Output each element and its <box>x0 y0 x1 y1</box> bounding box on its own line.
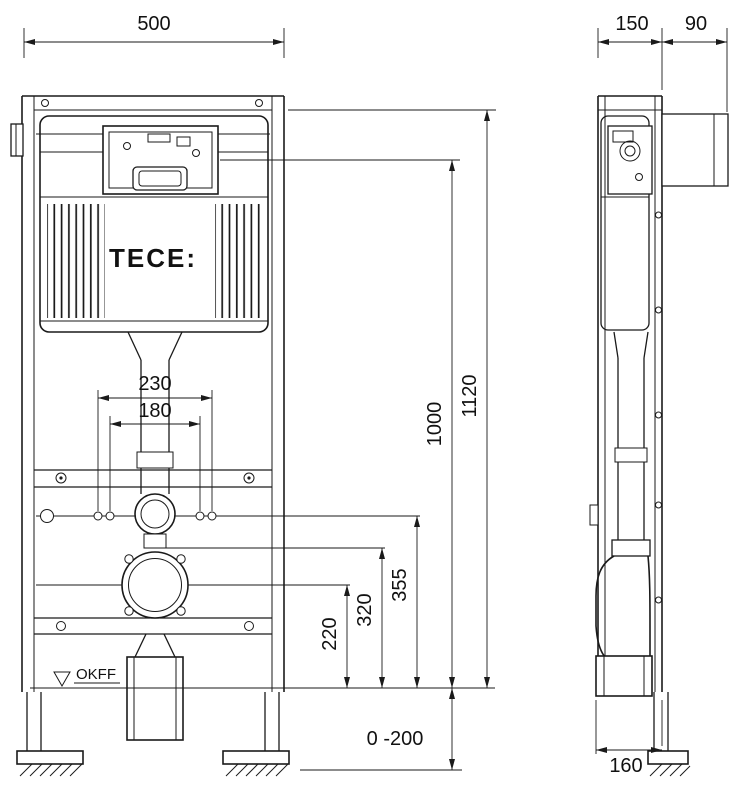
front-view: TECE: <box>10 13 496 777</box>
drain-connection <box>36 551 350 619</box>
dim-support-height-label: 320 <box>354 593 376 626</box>
dim-side-bracket-label: 90 <box>685 13 707 35</box>
wall-bracket-side <box>661 113 729 187</box>
dim-fixing-inner-label: 180 <box>138 400 171 422</box>
dim-front-width-label: 500 <box>137 13 170 35</box>
level-mark-icon <box>53 671 71 688</box>
floor-level-label: OKFF <box>76 666 116 683</box>
side-view: 150 90 160 <box>589 13 729 777</box>
water-stub <box>589 504 599 526</box>
cistern-ribs-left <box>47 204 105 318</box>
dim-fixing-outer-label: 230 <box>138 373 171 395</box>
front-dimensions: 500 230 180 1120 1000 355 320 220 <box>23 13 496 771</box>
screw-icon <box>255 99 263 107</box>
dim-overall-height-label: 1120 <box>459 374 481 417</box>
fixing-holes <box>36 509 420 523</box>
dim-outlet-height-label: 220 <box>319 617 341 650</box>
dim-side-depth-label: 150 <box>615 13 648 35</box>
drain-coupling <box>595 655 653 697</box>
cistern-ribs-right <box>215 204 262 318</box>
upper-crossbar <box>34 469 272 488</box>
screw-icon <box>41 99 49 107</box>
side-pipes <box>595 331 653 697</box>
front-frame <box>10 95 285 692</box>
dim-leg-range-label: 0 -200 <box>367 728 424 750</box>
flush-pipe <box>127 331 183 494</box>
cistern: TECE: <box>36 115 270 333</box>
side-frame <box>597 95 729 692</box>
side-cistern <box>589 115 653 526</box>
outlet-sleeve <box>126 633 184 741</box>
floor-level: OKFF <box>30 666 495 689</box>
wall-bracket-front <box>10 123 24 157</box>
flush-unit <box>102 125 219 195</box>
drain-bend <box>595 555 615 658</box>
dim-side-outlet-label: 160 <box>609 755 642 777</box>
side-dimensions: 150 90 160 <box>595 13 728 777</box>
dim-water-height-label: 355 <box>389 568 411 601</box>
side-feet <box>647 692 691 777</box>
front-feet <box>16 692 290 777</box>
dim-actuation-height-label: 1000 <box>424 402 446 447</box>
brand-logo: TECE: <box>109 243 197 273</box>
water-connection <box>134 493 176 549</box>
